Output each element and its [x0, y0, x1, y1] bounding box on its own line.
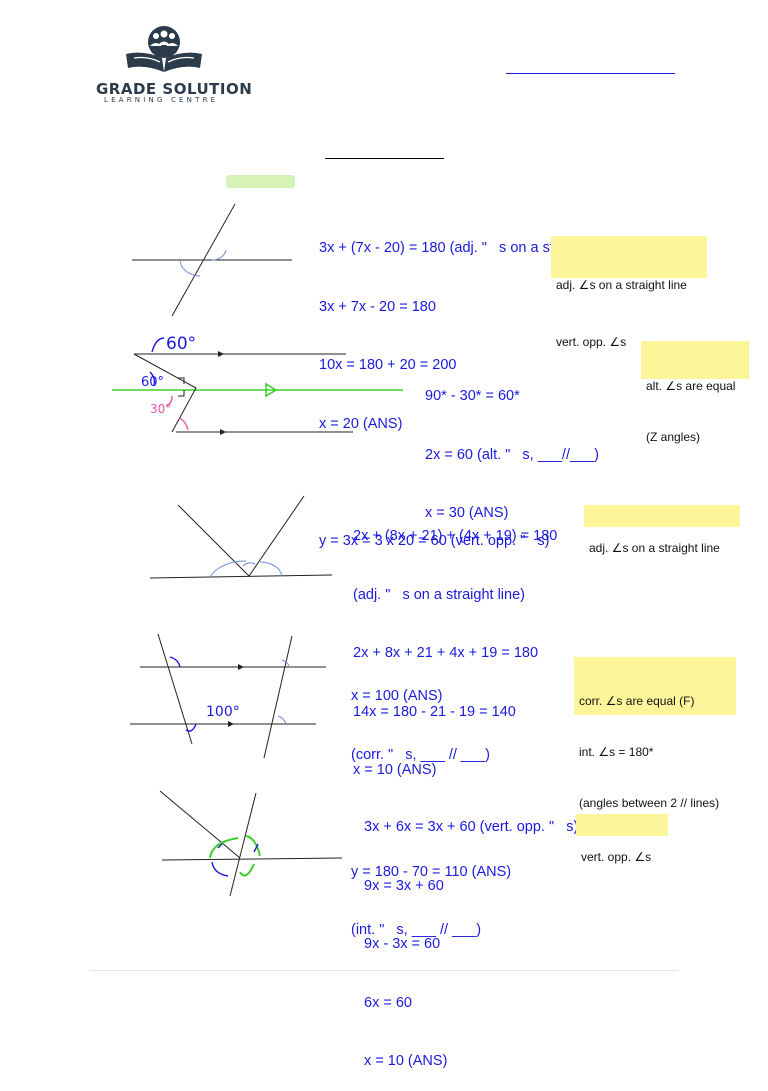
solution-line: 2x + 8x + 21 + 4x + 19 = 180	[353, 645, 539, 661]
label-100: 100°	[206, 704, 240, 720]
solution-line: (corr. " s, ___ // ___)	[351, 746, 490, 763]
solution-4: x = 100 (ANS) (corr. " s, ___ // ___) y …	[351, 648, 511, 960]
note-line: adj. ∠s on a straight line	[556, 278, 687, 292]
reader-book-icon	[126, 26, 202, 72]
solution-line: (int. " s, ___ // ___)	[351, 922, 482, 938]
solution-line: 2x + (8x + 21) + (4x + 19) = 180	[353, 528, 558, 544]
solution-line: 14x = 180 - 21 - 19 = 140	[353, 703, 516, 720]
solution-line: 3x + 6x = 3x + 60 (vert. opp. " s)	[364, 819, 579, 835]
diagram-4: 100°	[130, 633, 326, 759]
solution-line: y = 3x = 3 x 20 = 60 (vert. opp. " s)	[319, 532, 550, 549]
label-60-top: 60°	[166, 334, 196, 354]
diagram-5	[159, 790, 343, 897]
solution-line: x = 10 (ANS)	[364, 1053, 448, 1069]
solution-line: x = 10 (ANS)	[353, 762, 437, 778]
note-line: corr. ∠s are equal (F)	[579, 694, 695, 708]
solution-line: 6x = 60	[364, 994, 412, 1011]
label-30: 30°	[150, 402, 171, 416]
note-line: int. ∠s = 180*	[579, 745, 654, 759]
solution-line: x = 100 (ANS)	[351, 688, 443, 704]
note-line: alt. ∠s are equal	[646, 379, 736, 393]
diagram-3	[149, 495, 333, 579]
title-blank-line	[325, 158, 444, 159]
solution-5: 3x + 6x = 3x + 60 (vert. opp. " s) 9x = …	[364, 779, 578, 1091]
note-line: adj. ∠s on a straight line	[589, 541, 720, 555]
label-60-left: 60°	[141, 375, 164, 390]
note-line: (Z angles)	[646, 430, 701, 444]
solution-line: (adj. " s on a straight line)	[353, 586, 525, 603]
solution-line: x = 30 (ANS)	[425, 505, 509, 521]
reason-note-1: adj. ∠s on a straight line vert. opp. ∠s	[551, 236, 707, 349]
diagram-2: 60° 60° 30°	[112, 334, 403, 435]
logo-subtitle: LEARNING CENTRE	[104, 96, 219, 104]
reason-note-4: corr. ∠s are equal (F) int. ∠s = 180* (a…	[574, 657, 736, 810]
solution-line: 9x = 3x + 60	[364, 877, 444, 894]
note-line: vert. opp. ∠s	[556, 335, 627, 349]
solution-line: 90* - 30* = 60*	[425, 388, 520, 404]
reason-note-5: vert. opp. ∠s	[576, 814, 668, 864]
name-blank-line	[506, 73, 675, 74]
solution-line: 9x - 3x = 60	[364, 936, 441, 952]
solution-line: 2x = 60 (alt. " s, ___//___)	[425, 446, 600, 463]
solution-line: 3x + 7x - 20 = 180	[319, 298, 436, 315]
solution-2: 90* - 30* = 60* 2x = 60 (alt. " s, ___//…	[425, 348, 599, 543]
reason-note-3: adj. ∠s on a straight line	[584, 505, 740, 555]
solution-line: 10x = 180 + 20 = 200	[319, 357, 457, 373]
logo-name: GRADE SOLUTION	[96, 80, 253, 98]
highlight-tag	[226, 175, 295, 188]
diagram-1	[132, 203, 292, 317]
solution-1: 3x + (7x - 20) = 180 (adj. " s on a stra…	[319, 200, 622, 571]
note-line: (angles between 2 // lines)	[579, 796, 720, 810]
solution-3: 2x + (8x + 21) + (4x + 19) = 180 (adj. "…	[353, 488, 557, 800]
solution-line: y = 180 - 70 = 110 (ANS)	[351, 863, 512, 880]
reason-note-2: alt. ∠s are equal (Z angles)	[641, 341, 749, 444]
note-line: vert. opp. ∠s	[581, 850, 652, 864]
footer-divider	[90, 970, 678, 971]
diagrams: 60° 60° 30° 100°	[112, 203, 403, 897]
solution-line: x = 20 (ANS)	[319, 415, 403, 432]
